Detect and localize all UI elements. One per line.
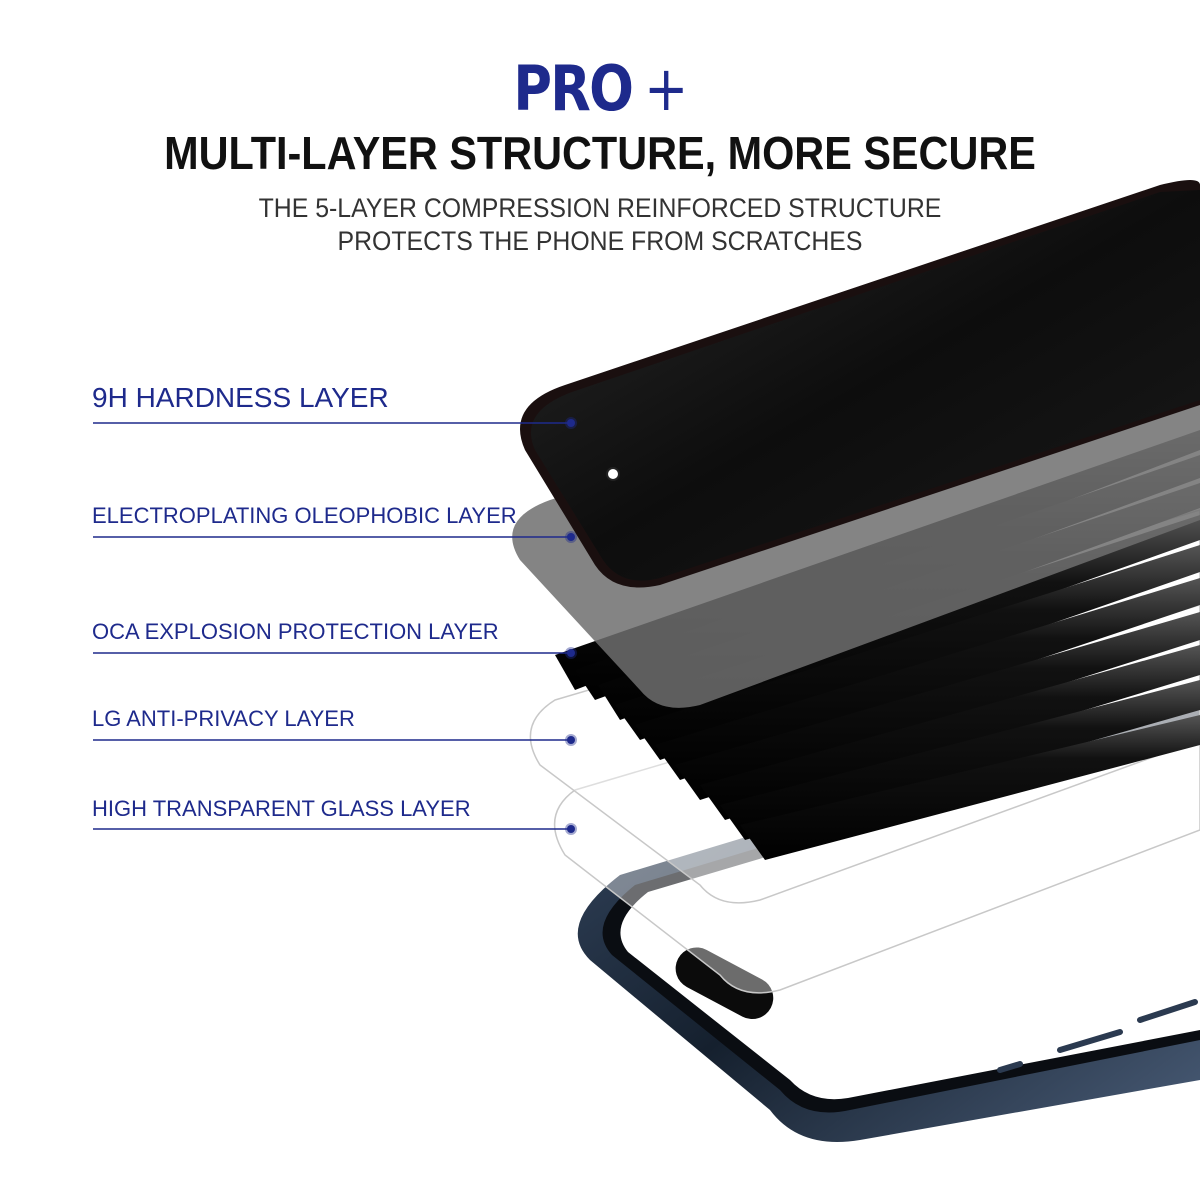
side-buttons (997, 999, 1198, 1073)
subtitle-line-2: PROTECTS THE PHONE FROM SCRATCHES (337, 226, 863, 256)
leader-lines (93, 422, 571, 830)
layer-label-anti-privacy: LG ANTI-PRIVACY LAYER (92, 706, 355, 731)
layer-label-oleophobic: ELECTROPLATING OLEOPHOBIC LAYER (92, 503, 517, 528)
headline: MULTI-LAYER STRUCTURE, MORE SECURE (164, 127, 1036, 179)
layer-label-oca: OCA EXPLOSION PROTECTION LAYER (92, 619, 499, 644)
phone (577, 700, 1200, 1142)
layer-label-glass: HIGH TRANSPARENT GLASS LAYER (92, 796, 471, 821)
hardness-layer (520, 180, 1200, 588)
brand-title: PRO+ (90, 52, 1110, 125)
brand-name: PRO (513, 52, 634, 125)
layer-label-hardness: 9H HARDNESS LAYER (92, 382, 389, 413)
brand-plus: + (644, 52, 688, 125)
leader-dots (565, 417, 577, 835)
dynamic-island (675, 947, 774, 1020)
subtitle-line-1: THE 5-LAYER COMPRESSION REINFORCED STRUC… (258, 193, 942, 223)
camera-hole (606, 467, 620, 481)
